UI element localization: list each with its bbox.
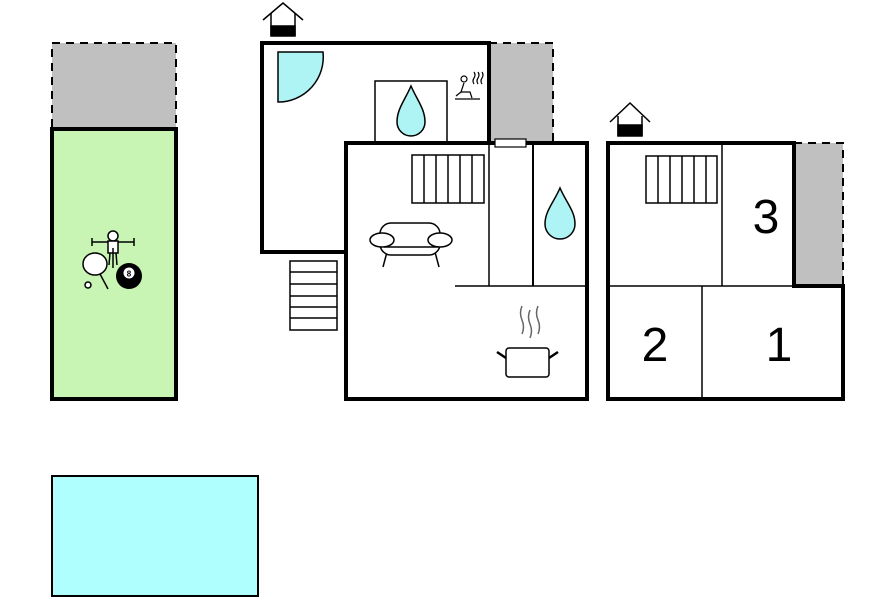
bedroom-building-walls	[606, 141, 845, 401]
table-football-icon	[91, 230, 135, 268]
bedroom-2-number: 2	[642, 319, 669, 372]
games-room-area: 8	[50, 42, 178, 401]
sofa-icon	[369, 222, 453, 268]
bedroom-1-number: 1	[766, 319, 793, 372]
shower-icon	[277, 51, 325, 103]
bedroom-building: 3 2 1	[606, 101, 845, 401]
house-terrace	[488, 42, 554, 144]
radiator-icon	[645, 155, 718, 204]
water-drop-icon	[544, 186, 576, 240]
water-drop-icon	[396, 84, 426, 137]
main-house	[260, 2, 589, 401]
entrance-house-icon	[609, 101, 651, 137]
swimming-pool	[51, 475, 259, 597]
upper-room-walls	[260, 41, 491, 254]
games-terrace	[51, 42, 177, 130]
games-room	[50, 127, 178, 401]
radiator-icon	[411, 154, 485, 204]
sauna-icon	[455, 71, 484, 100]
entrance-house-icon	[262, 2, 304, 37]
billiard-ball-icon: 8	[116, 263, 142, 289]
kitchen-pot-icon	[496, 305, 559, 378]
bedroom-3-number: 3	[753, 191, 780, 244]
stairs-icon	[289, 260, 338, 331]
bedroom-terrace	[793, 142, 844, 287]
window	[494, 138, 527, 148]
ground-floor-walls	[344, 141, 589, 401]
table-tennis-icon	[82, 252, 109, 290]
billiard-ball-number: 8	[127, 270, 132, 279]
